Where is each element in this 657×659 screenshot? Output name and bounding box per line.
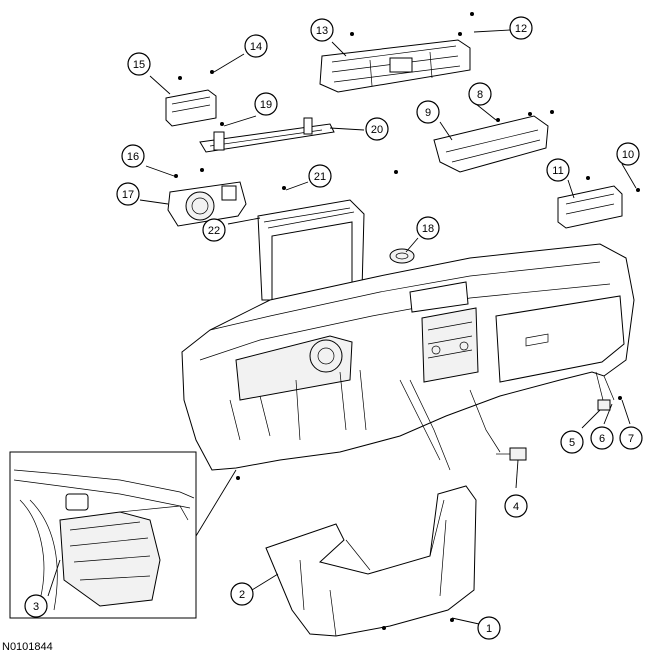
callout-15: 15 <box>127 52 151 76</box>
callout-22: 22 <box>202 218 226 242</box>
part-15-module <box>165 89 217 127</box>
callout-10: 10 <box>616 142 640 166</box>
callout-19: 19 <box>254 92 278 116</box>
part-20-bar <box>199 117 335 153</box>
svg-text:8: 8 <box>477 89 483 101</box>
svg-text:12: 12 <box>515 23 527 35</box>
part-22-cluster-frame <box>257 199 365 301</box>
part-5-clip <box>597 399 611 411</box>
callout-16: 16 <box>121 144 145 168</box>
svg-text:19: 19 <box>260 99 272 111</box>
callout-3: 3 <box>24 594 48 618</box>
part-11-module <box>557 185 623 229</box>
part-4-connector <box>496 447 527 461</box>
svg-text:14: 14 <box>250 41 262 53</box>
svg-text:22: 22 <box>208 225 220 237</box>
svg-text:21: 21 <box>314 171 326 183</box>
part-17-bracket <box>167 181 247 227</box>
inset-detail-3 <box>9 451 197 619</box>
callout-8: 8 <box>468 82 492 106</box>
svg-text:6: 6 <box>599 433 605 445</box>
part-9-trim-panel <box>433 115 549 173</box>
callout-21: 21 <box>308 164 332 188</box>
callout-9: 9 <box>416 100 440 124</box>
instrument-panel <box>181 243 635 471</box>
callout-17: 17 <box>116 182 140 206</box>
svg-text:17: 17 <box>122 189 134 201</box>
part-18-sensor <box>389 248 415 264</box>
callout-7: 7 <box>619 426 643 450</box>
part-13-top-panel <box>319 39 471 93</box>
svg-text:13: 13 <box>316 25 328 37</box>
callout-1: 1 <box>477 616 501 640</box>
svg-text:3: 3 <box>33 601 39 613</box>
svg-text:2: 2 <box>239 589 245 601</box>
svg-text:9: 9 <box>425 107 431 119</box>
callout-13: 13 <box>310 18 334 42</box>
svg-text:10: 10 <box>622 149 634 161</box>
callout-6: 6 <box>590 426 614 450</box>
leader-lines <box>47 29 637 627</box>
screws <box>174 12 640 630</box>
svg-text:4: 4 <box>513 501 519 513</box>
svg-text:5: 5 <box>569 437 575 449</box>
callout-2: 2 <box>230 582 254 606</box>
svg-text:18: 18 <box>422 223 434 235</box>
svg-text:11: 11 <box>552 165 563 177</box>
svg-text:1: 1 <box>486 623 492 635</box>
svg-text:15: 15 <box>133 59 145 71</box>
callout-20: 20 <box>365 117 389 141</box>
part-1-2-knee-panel <box>265 485 477 637</box>
figure-id: N0101844 <box>2 641 53 653</box>
callout-18: 18 <box>416 216 440 240</box>
callout-11: 11 <box>546 158 570 182</box>
callout-14: 14 <box>244 34 268 58</box>
callout-5: 5 <box>560 430 584 454</box>
callout-4: 4 <box>504 494 528 518</box>
svg-text:7: 7 <box>628 433 634 445</box>
callout-12: 12 <box>509 16 533 40</box>
svg-text:20: 20 <box>371 124 383 136</box>
svg-text:16: 16 <box>127 151 139 163</box>
